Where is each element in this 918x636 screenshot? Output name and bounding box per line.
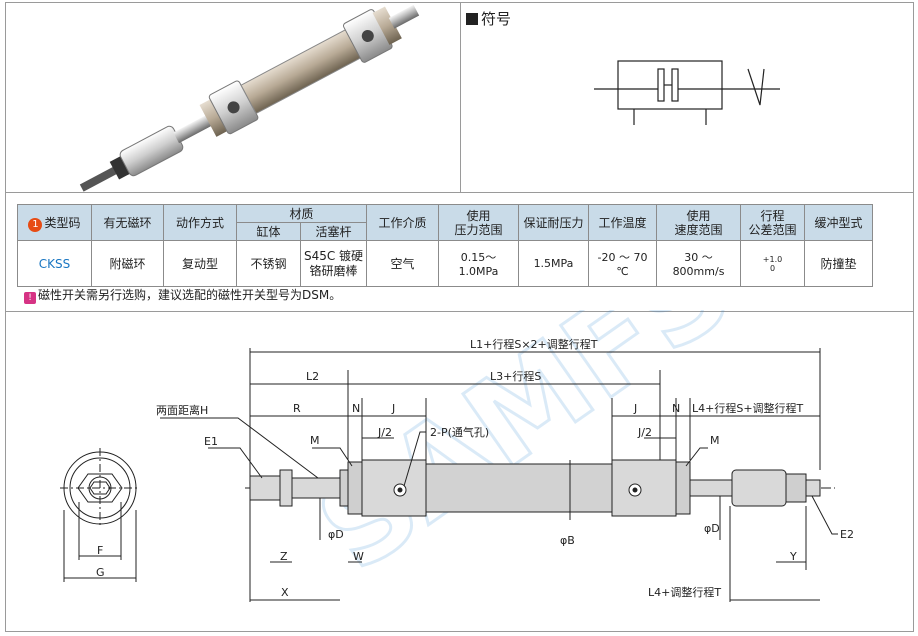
label-w: W	[353, 550, 364, 563]
cell-magnet: 附磁环	[91, 240, 164, 287]
header-temp: 工作温度	[588, 204, 657, 241]
header-material: 材质	[236, 204, 367, 223]
label-ob: φB	[560, 534, 575, 547]
stroke-tol-lower: 0	[769, 263, 776, 273]
label-l4-s-t: L4+行程S+调整行程T	[692, 401, 804, 415]
product-photo	[6, 3, 460, 193]
label-j: J	[391, 402, 395, 415]
label-z: Z	[280, 550, 288, 563]
top-divider	[460, 3, 461, 193]
cell-action: 复动型	[163, 240, 237, 287]
label-j-right: J	[633, 402, 637, 415]
symbol-title: 符号	[481, 10, 512, 28]
page-frame	[5, 2, 914, 632]
header-medium: 工作介质	[366, 204, 439, 241]
end-view	[60, 448, 140, 582]
cylinder-symbol	[594, 60, 780, 125]
label-m-right: M	[710, 434, 720, 447]
header-speed: 使用 速度范围	[656, 204, 741, 241]
label-e1: E1	[204, 435, 218, 448]
label-n: N	[352, 402, 360, 415]
label-l4-t: L4+调整行程T	[648, 585, 721, 599]
header-material-tube: 缸体	[236, 222, 301, 241]
header-type-code-label: 类型码	[44, 215, 81, 230]
label-y: Y	[789, 550, 797, 563]
header-action: 动作方式	[163, 204, 237, 241]
label-total: L1+行程S×2+调整行程T	[470, 337, 598, 351]
label-f: F	[97, 544, 103, 557]
header-proof: 保证耐压力	[518, 204, 589, 241]
cell-rod: S45C 镀硬 铬研磨棒	[300, 240, 367, 287]
cell-speed: 30 ～ 800mm/s	[656, 240, 741, 287]
header-stroke-tol: 行程 公差范围	[740, 204, 805, 241]
header-pressure: 使用 压力范围	[438, 204, 519, 241]
header-material-rod: 活塞杆	[300, 222, 367, 241]
top-section	[6, 3, 913, 193]
cell-pressure: 0.15～1.0MPa	[438, 240, 519, 287]
label-port: 2-P(通气孔)	[430, 425, 489, 439]
symbol-heading: 符号	[466, 8, 511, 29]
label-two-face: 两面距离H	[156, 403, 208, 417]
label-j2: J/2	[377, 426, 392, 439]
dimension-drawing: SAMFS F G	[60, 310, 854, 602]
label-n-right: N	[672, 402, 680, 415]
stroke-tol-upper: +1.0	[762, 254, 783, 264]
cylinder-side-view	[160, 348, 838, 602]
number-badge-icon: 1	[28, 217, 43, 232]
label-j2-right: J/2	[637, 426, 652, 439]
label-od: φD	[328, 528, 344, 541]
label-l3: L3+行程S	[490, 370, 541, 383]
section-divider	[6, 311, 913, 312]
cell-medium: 空气	[366, 240, 439, 287]
label-g: G	[96, 566, 105, 579]
label-e2: E2	[840, 528, 854, 541]
note-icon: !	[24, 292, 36, 304]
cell-cushion: 防撞垫	[804, 240, 873, 287]
label-od-right: φD	[704, 522, 720, 535]
note-text: 磁性开关需另行选购，建议选配的磁性开关型号为DSM。	[38, 288, 342, 302]
label-m: M	[310, 434, 320, 447]
label-r: R	[293, 402, 301, 415]
cell-type-code: CKSS	[17, 240, 92, 287]
cell-temp: -20 ～ 70 ℃	[588, 240, 657, 287]
header-cushion: 缓冲型式	[804, 204, 873, 241]
label-x: X	[281, 586, 289, 599]
header-magnet: 有无磁环	[91, 204, 164, 241]
label-l2: L2	[306, 370, 319, 383]
note: !磁性开关需另行选购，建议选配的磁性开关型号为DSM。	[24, 286, 341, 304]
table-row: CKSS 附磁环 复动型 不锈钢 S45C 镀硬 铬研磨棒 空气 0.15～1.…	[17, 240, 873, 287]
cell-proof: 1.5MPa	[518, 240, 589, 287]
square-bullet-icon	[466, 13, 478, 25]
cell-tube: 不锈钢	[236, 240, 301, 287]
